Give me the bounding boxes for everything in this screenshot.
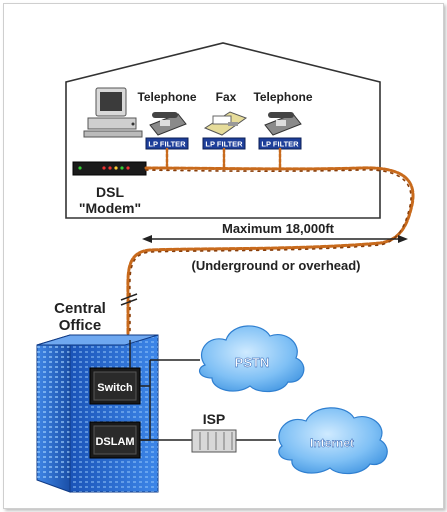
- line-break-mark: [120, 293, 138, 306]
- lp-filter-label: LP FILTER: [205, 140, 243, 149]
- lp-filter-label: LP FILTER: [261, 140, 299, 149]
- central-office-building: [36, 334, 159, 493]
- twisted-pair-wire: [126, 147, 415, 342]
- lp-filter: LP FILTER: [202, 137, 246, 150]
- switch-label: Switch: [97, 382, 133, 394]
- isp-server: [191, 429, 237, 453]
- dsl-modem-icon: [72, 161, 147, 176]
- network-connectors: [129, 340, 276, 441]
- pstn-label: PSTN: [235, 355, 270, 370]
- internet-label: Internet: [310, 436, 354, 450]
- device-label-telephone-1: Telephone: [137, 90, 196, 104]
- telephone-icon: [149, 112, 187, 136]
- switch-box: Switch: [89, 367, 141, 405]
- telephone-icon: [264, 112, 302, 136]
- distance-label: Maximum 18,000ft: [222, 221, 335, 236]
- pstn-cloud: PSTN: [198, 325, 305, 393]
- lp-filter: LP FILTER: [145, 137, 189, 150]
- medium-label: (Underground or overhead): [191, 258, 360, 273]
- device-label-telephone-2: Telephone: [253, 90, 312, 104]
- distance-arrow: [142, 235, 408, 243]
- modem-label-line1: DSL: [96, 184, 124, 200]
- internet-cloud: Internet: [278, 407, 388, 475]
- central-office-title-line1: Central: [54, 300, 106, 317]
- dslam-label: DSLAM: [95, 436, 134, 448]
- lp-filter-label: LP FILTER: [148, 140, 186, 149]
- computer-icon: [83, 87, 143, 138]
- dslam-box: DSLAM: [89, 421, 141, 459]
- fax-icon: [203, 111, 248, 136]
- device-label-fax: Fax: [216, 90, 237, 104]
- central-office-title-line2: Office: [59, 317, 102, 334]
- lp-filter: LP FILTER: [258, 137, 302, 150]
- isp-label: ISP: [203, 411, 226, 427]
- modem-label-line2: "Modem": [79, 200, 141, 216]
